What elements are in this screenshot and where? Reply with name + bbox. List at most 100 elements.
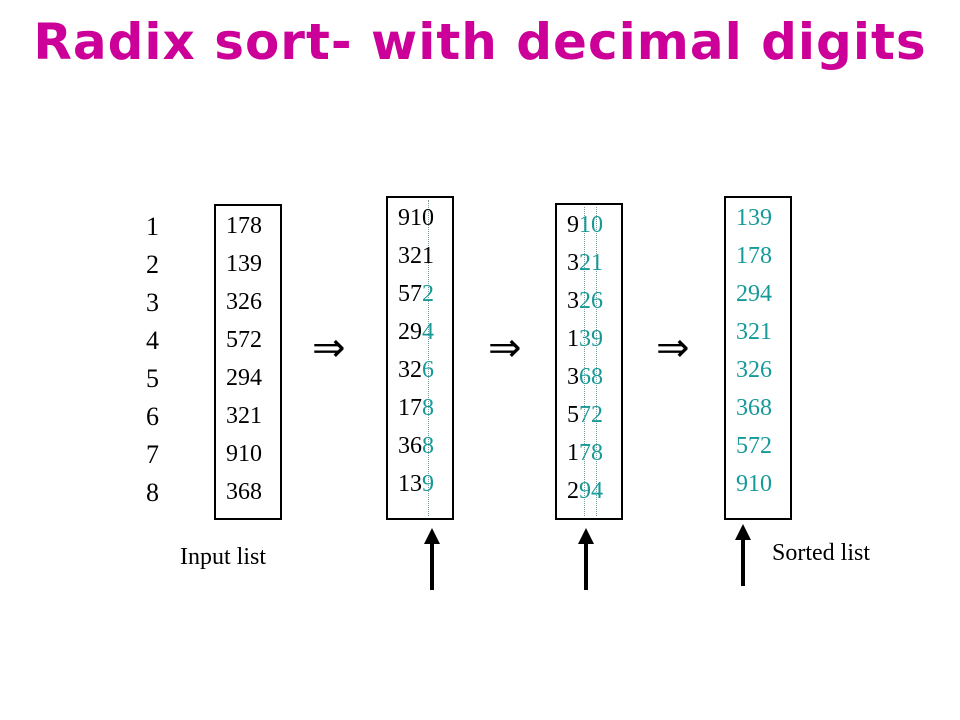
- index-label: 1: [146, 212, 159, 241]
- digits-unsorted: 910: [226, 441, 262, 467]
- digits-sorted: 2: [422, 281, 434, 307]
- sorted-list-caption: Sorted list: [772, 540, 871, 566]
- list-item: 368: [216, 473, 280, 511]
- list-item: 572: [216, 321, 280, 359]
- implies-arrow: ⇒: [312, 325, 346, 371]
- list-item: 178: [216, 207, 280, 245]
- digit-divider: [428, 200, 429, 516]
- digits-sorted: 368: [736, 395, 772, 421]
- digits-sorted: 6: [422, 357, 434, 383]
- digits-unsorted: 321: [398, 243, 434, 269]
- list-item: 326: [557, 282, 621, 320]
- list-item: 572: [388, 275, 452, 313]
- input-list-caption: Input list: [180, 544, 267, 570]
- digits-unsorted: 32: [398, 357, 422, 383]
- digits-unsorted: 1: [567, 326, 579, 352]
- digits-sorted: 139: [736, 205, 772, 231]
- list-item: 294: [557, 472, 621, 510]
- digits-unsorted: 3: [567, 250, 579, 276]
- list-item: 294: [726, 275, 790, 313]
- digits-sorted: 26: [579, 288, 603, 314]
- list-item: 321: [388, 237, 452, 275]
- index-label: 6: [146, 402, 159, 431]
- digits-sorted: 9: [422, 471, 434, 497]
- digits-sorted: 8: [422, 433, 434, 459]
- list-item: 368: [557, 358, 621, 396]
- index-column: 1 2 3 4 5 6 7 8: [146, 208, 168, 512]
- list-item: 178: [557, 434, 621, 472]
- digits-unsorted: 2: [567, 478, 579, 504]
- index-label: 3: [146, 288, 159, 317]
- list-item: 139: [726, 199, 790, 237]
- list-item: 321: [726, 313, 790, 351]
- digits-unsorted: 13: [398, 471, 422, 497]
- digits-unsorted: 178: [226, 213, 262, 239]
- list-item: 294: [216, 359, 280, 397]
- digits-unsorted: 1: [567, 440, 579, 466]
- digits-sorted: 910: [736, 471, 772, 497]
- digits-sorted: 178: [736, 243, 772, 269]
- implies-arrow: ⇒: [488, 325, 522, 371]
- slide-title: Radix sort- with decimal digits: [33, 13, 927, 71]
- list-item: 178: [726, 237, 790, 275]
- digits-sorted: 10: [579, 212, 603, 238]
- digits-unsorted: 321: [226, 403, 262, 429]
- list-item: 139: [216, 245, 280, 283]
- list-item: 910: [216, 435, 280, 473]
- digits-unsorted: 572: [226, 327, 262, 353]
- digits-sorted: 572: [736, 433, 772, 459]
- digits-unsorted: 9: [567, 212, 579, 238]
- digits-sorted: 326: [736, 357, 772, 383]
- digits-sorted: 94: [579, 478, 603, 504]
- digits-unsorted: 29: [398, 319, 422, 345]
- digits-unsorted: 139: [226, 251, 262, 277]
- list-item: 572: [557, 396, 621, 434]
- digits-unsorted: 3: [567, 364, 579, 390]
- index-label: 4: [146, 326, 159, 355]
- list-item: 139: [557, 320, 621, 358]
- digits-unsorted: 36: [398, 433, 422, 459]
- digits-sorted: 39: [579, 326, 603, 352]
- digits-sorted: 21: [579, 250, 603, 276]
- digits-sorted: 78: [579, 440, 603, 466]
- digits-sorted: 68: [579, 364, 603, 390]
- list-item: 139: [388, 465, 452, 503]
- digits-unsorted: 3: [567, 288, 579, 314]
- sorted-list-box: 139 178 294 321 326 368 572 910: [724, 196, 792, 520]
- index-label: 7: [146, 440, 159, 469]
- digits-sorted: 321: [736, 319, 772, 345]
- list-item: 572: [726, 427, 790, 465]
- list-item: 178: [388, 389, 452, 427]
- list-item: 910: [726, 465, 790, 503]
- digits-unsorted: 294: [226, 365, 262, 391]
- digits-sorted: 72: [579, 402, 603, 428]
- list-item: 326: [726, 351, 790, 389]
- list-item: 326: [388, 351, 452, 389]
- list-item: 294: [388, 313, 452, 351]
- list-item: 321: [557, 244, 621, 282]
- digits-unsorted: 326: [226, 289, 262, 315]
- digit-divider: [584, 207, 585, 516]
- list-item: 368: [726, 389, 790, 427]
- digit-divider: [596, 207, 597, 516]
- digits-unsorted: 17: [398, 395, 422, 421]
- input-list-box: 178 139 326 572 294 321 910 368: [214, 204, 282, 520]
- list-item: 368: [388, 427, 452, 465]
- implies-arrow: ⇒: [656, 325, 690, 371]
- digits-unsorted: 910: [398, 205, 434, 231]
- list-item: 326: [216, 283, 280, 321]
- list-item: 910: [557, 206, 621, 244]
- digits-unsorted: 57: [398, 281, 422, 307]
- digits-unsorted: 368: [226, 479, 262, 505]
- digits-sorted: 294: [736, 281, 772, 307]
- digits-sorted: 4: [422, 319, 434, 345]
- index-label: 5: [146, 364, 159, 393]
- index-label: 8: [146, 478, 159, 507]
- list-item: 910: [388, 199, 452, 237]
- list-item: 321: [216, 397, 280, 435]
- index-label: 2: [146, 250, 159, 279]
- digits-unsorted: 5: [567, 402, 579, 428]
- digits-sorted: 8: [422, 395, 434, 421]
